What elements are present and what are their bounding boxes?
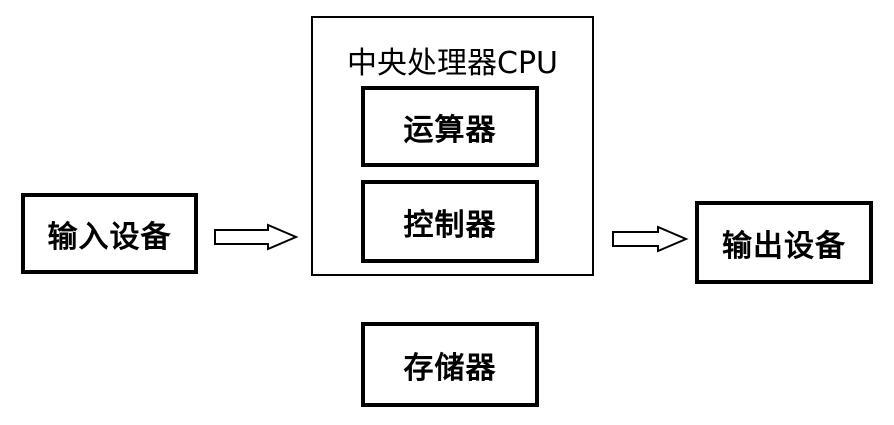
cpu-to-output-arrow	[612, 225, 689, 253]
cpu-title: 中央处理器CPU	[347, 46, 558, 81]
memory-box: 存储器	[361, 322, 539, 407]
output-device-box: 输出设备	[695, 201, 873, 284]
control-unit-box: 控制器	[361, 180, 539, 263]
alu-label: 运算器	[403, 112, 497, 148]
input-device-box: 输入设备	[21, 193, 198, 274]
output-device-label: 输出设备	[722, 228, 846, 264]
control-unit-label: 控制器	[403, 207, 497, 243]
input-to-cpu-arrow	[214, 223, 299, 251]
memory-label: 存储器	[403, 350, 497, 386]
alu-box: 运算器	[361, 86, 539, 167]
input-device-label: 输入设备	[47, 219, 172, 255]
